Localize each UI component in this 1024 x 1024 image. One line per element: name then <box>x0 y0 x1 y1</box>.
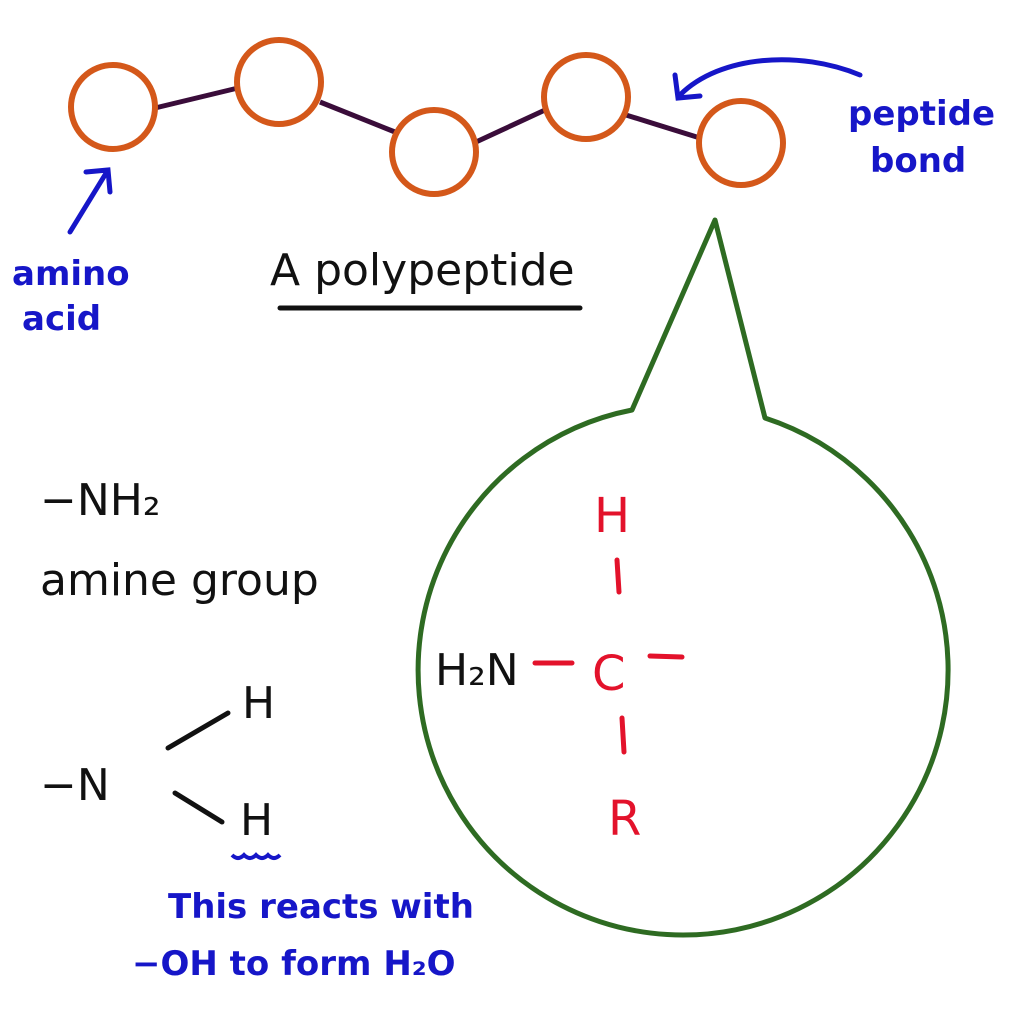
amine-h-top: H <box>242 678 275 729</box>
alpha-carbon: C <box>592 646 626 702</box>
bond-line <box>154 85 239 111</box>
amino-acid-circle <box>541 52 631 142</box>
arrows <box>67 57 863 235</box>
amine-formula: −NH₂ <box>40 475 161 526</box>
bond-c-h <box>614 557 622 595</box>
amino-acid-circle <box>389 107 479 197</box>
structure-h-top: H <box>594 488 630 544</box>
amino-acid-circle <box>234 37 324 127</box>
amino-label-line1: amino <box>12 254 130 294</box>
bond-label-line2: bond <box>870 141 966 181</box>
amino-acid-circle <box>696 98 786 188</box>
amine-structure-n: −N <box>40 760 110 811</box>
h-underline-squiggle <box>230 852 282 860</box>
structure-bonds <box>532 557 685 755</box>
n-h-bond-bottom <box>172 790 225 825</box>
bond-c-open <box>647 653 685 660</box>
diagram-title: A polypeptide <box>270 245 575 296</box>
speech-bubble <box>415 217 951 938</box>
amino-acid-circle <box>68 62 158 152</box>
reaction-note-line2: −OH to form H₂O <box>132 944 456 984</box>
bond-line <box>319 99 396 135</box>
acid-label-line2: acid <box>22 299 101 339</box>
bond-c-r <box>619 715 627 755</box>
peptide-label-line1: peptide <box>848 94 995 134</box>
bond-line <box>625 112 701 141</box>
n-h-bond-top <box>165 710 231 751</box>
amino-acid-circles <box>68 37 786 197</box>
reaction-note-line1: This reacts with <box>168 887 474 927</box>
amine-group-label: amine group <box>40 555 319 606</box>
structure-r-group: R <box>608 791 641 847</box>
arrow-to-peptide-bond-icon <box>672 57 863 101</box>
arrow-to-amino-acid-icon <box>67 167 113 235</box>
peptide-bonds <box>154 85 701 145</box>
bond-line <box>474 107 547 145</box>
h2n-group: H₂N <box>435 645 519 696</box>
amine-h-bottom: H <box>240 795 273 846</box>
